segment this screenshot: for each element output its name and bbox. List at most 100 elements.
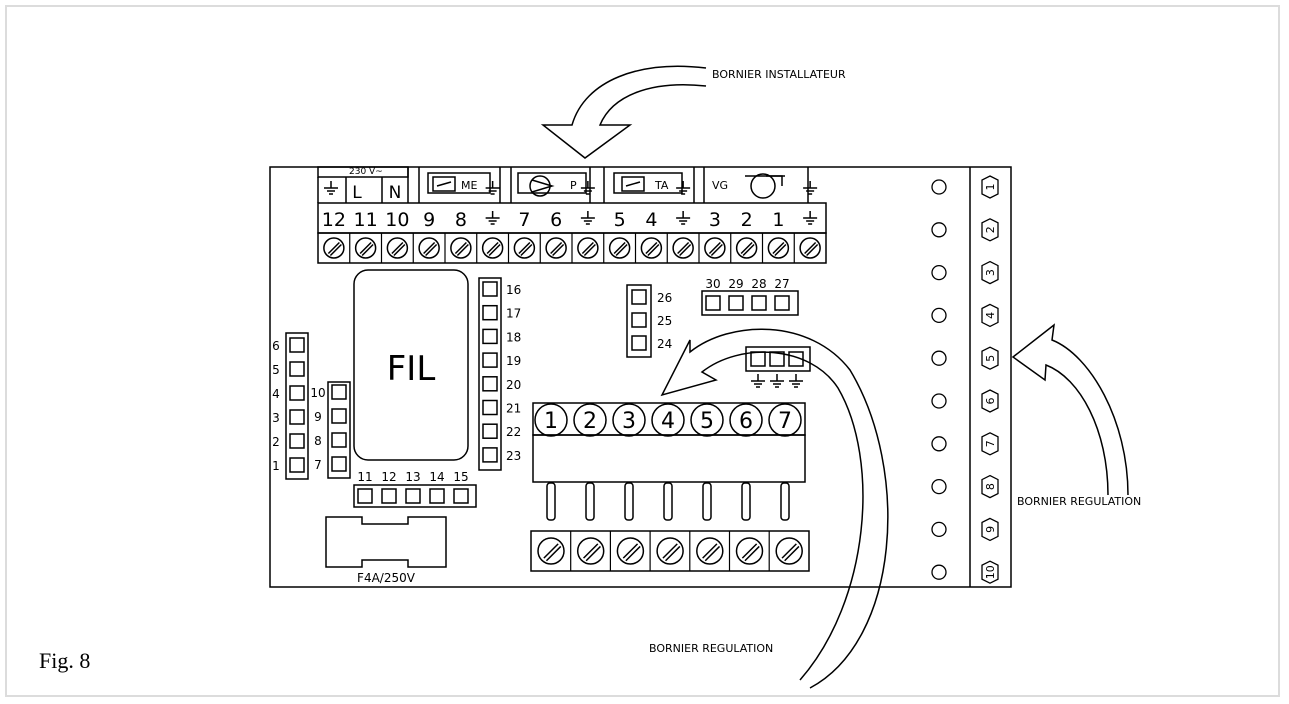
symbol-VG: VG [712,179,728,192]
terminal-number: 2 [741,209,753,231]
pin-number: 19 [506,354,521,368]
pin-number: 26 [657,291,672,305]
regulation-number-circle [690,403,724,437]
right-terminal-number: 7 [984,440,997,447]
pin-number: 23 [506,449,521,463]
terminal-number: 11 [354,209,378,231]
pin-box [405,488,421,504]
left-pin-strip [285,332,309,480]
terminal-screw [386,237,409,259]
pin-box [331,408,347,424]
terminal-number: 6 [550,209,562,231]
terminal-screw [323,237,345,259]
pin-box [788,351,804,367]
pin-box [453,488,469,504]
pin-box [482,352,498,368]
bottom-pin-strip [353,484,477,508]
pin-number: 20 [506,378,521,392]
right-terminal-hex [981,560,999,584]
pin-number: 22 [506,425,521,439]
right-terminal-number: 6 [984,398,997,405]
pin-box [728,295,744,311]
pin-box [482,447,498,463]
pin-box [289,457,305,473]
regulation-right-label: BORNIER REGULATION [1017,495,1141,508]
right-terminal-hex [981,175,999,199]
pin-box [482,399,498,416]
symbol-TA: TA [654,179,669,192]
voltage-label: 230 V~ [349,167,383,177]
pin-box [482,304,498,321]
ground-symbol [803,211,818,225]
pin-number: 6 [272,339,280,353]
regulation-screw [576,537,605,565]
pin-number: 11 [357,470,372,484]
regulation-screw [537,537,565,565]
regulation-arrow-bottom [660,328,889,689]
pin-box [331,456,347,472]
regulation-number: 7 [778,409,792,434]
right-terminal-number: 10 [984,565,997,579]
pin-box [289,337,305,353]
ground-symbol [485,181,500,195]
regulation-number-circle [729,403,763,437]
pin-number: 14 [429,470,444,484]
pin-number: 2 [272,435,280,449]
regulation-screw [696,537,724,565]
pin-box [482,376,498,392]
right-terminal-hole [931,564,947,580]
terminal-number: 7 [518,209,530,231]
right-terminal-hex [981,474,999,499]
regulation-number-circle [612,403,646,437]
terminal-screw [640,237,663,259]
regulation-screws [537,531,803,571]
right-terminal-number: 3 [984,269,997,276]
terminal-screw [577,237,599,259]
ground-symbol [485,211,500,225]
terminal-screw [418,237,440,259]
pin-box [289,433,305,449]
pin-number: 12 [381,470,396,484]
right-terminal-hex [981,303,999,328]
terminal-screw [672,237,694,259]
pin-number: 30 [705,277,720,291]
pin-box [631,312,647,328]
terminal-number: 4 [645,209,657,231]
terminal-number: 1 [772,209,784,231]
terminal-number: 5 [614,209,626,231]
ground-symbol [770,374,784,388]
regulation-block-body [532,434,806,483]
right-terminal-hex [981,517,999,542]
right-terminal-hole [931,307,947,324]
ground-pins [750,351,804,388]
installer-arrow [540,65,707,159]
figure-frame [5,5,1280,697]
pin-box [357,488,373,504]
regulation-screw [775,537,803,565]
right-terminal-number: 8 [984,483,997,490]
regulation-screw [616,537,645,565]
figure-caption: Fig. 8 [39,648,91,673]
right-terminal-hex [981,432,999,456]
terminal-screw [481,237,504,259]
pin-box [750,351,766,367]
right-terminal-number: 9 [984,526,997,533]
terminal-screw [354,237,377,259]
ground-symbol [324,181,338,195]
terminal-number: 10 [385,209,409,231]
right-terminal-number: 5 [984,355,997,362]
fuse-symbol [325,516,447,568]
ground-symbol [751,374,765,388]
symbol-P: P [570,179,577,192]
pin-box [381,488,397,504]
ground-pin-strip [745,346,811,372]
pin-box [482,423,498,439]
right-terminal-hole [931,393,947,409]
terminal-number: 9 [423,209,435,231]
pin-number: 10 [310,386,325,400]
